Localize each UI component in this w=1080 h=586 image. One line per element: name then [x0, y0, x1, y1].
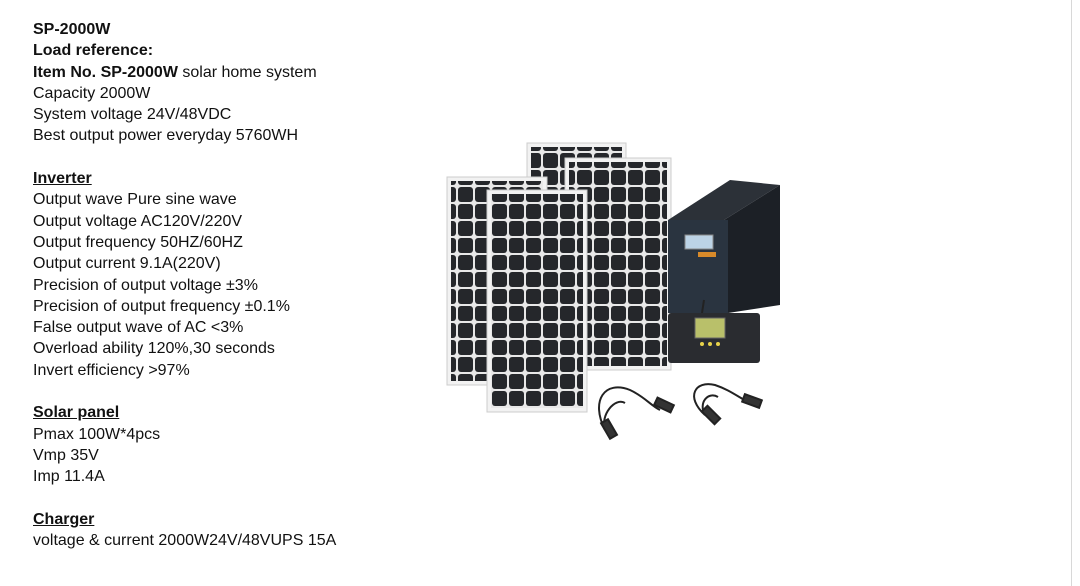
- section-title-solar-panel: Solar panel: [33, 404, 120, 422]
- spec-line: Best output power everyday 5760WH: [33, 127, 299, 145]
- spec-line: Overload ability 120%,30 seconds: [33, 340, 275, 358]
- spec-line: Vmp 35V: [33, 446, 99, 464]
- item-line: Item No. SP-2000W solar home system: [33, 62, 336, 83]
- mc4-cable-right: [693, 383, 764, 426]
- item-number: Item No. SP-2000W: [33, 63, 178, 81]
- mc4-cable-left: [598, 386, 676, 441]
- spec-line: Precision of output voltage ±3%: [33, 276, 258, 294]
- spec-line: Precision of output frequency ±0.1%: [33, 297, 290, 315]
- charge-controller: [668, 299, 760, 363]
- load-reference-label: Load reference:: [33, 42, 154, 60]
- spec-line: System voltage 24V/48VDC: [33, 106, 232, 124]
- spec-line: Output voltage AC120V/220V: [33, 212, 243, 230]
- spec-line: Output current 9.1A(220V): [33, 255, 221, 273]
- spec-line: Output frequency 50HZ/60HZ: [33, 233, 243, 251]
- spec-line: Capacity 2000W: [33, 84, 151, 102]
- spec-line: Output wave Pure sine wave: [33, 191, 237, 209]
- inverter-unit: [668, 180, 780, 313]
- section-title-charger: Charger: [33, 510, 95, 528]
- spec-line: Invert efficiency >97%: [33, 361, 190, 379]
- solar-panel-front: [486, 189, 588, 413]
- spec-line: voltage & current 2000W24V/48VUPS 15A: [33, 532, 337, 550]
- solar-system-product-image: [446, 142, 780, 441]
- page-edge-divider: [1071, 0, 1072, 586]
- spec-line: Pmax 100W*4pcs: [33, 425, 161, 443]
- spec-line: Imp 11.4A: [33, 468, 105, 486]
- model-title: SP-2000W: [33, 21, 111, 38]
- section-title-inverter: Inverter: [33, 170, 92, 188]
- spec-text: SP-2000W Load reference: Item No. SP-200…: [33, 19, 336, 551]
- spec-line: False output wave of AC <3%: [33, 319, 244, 337]
- item-description: solar home system: [177, 63, 317, 81]
